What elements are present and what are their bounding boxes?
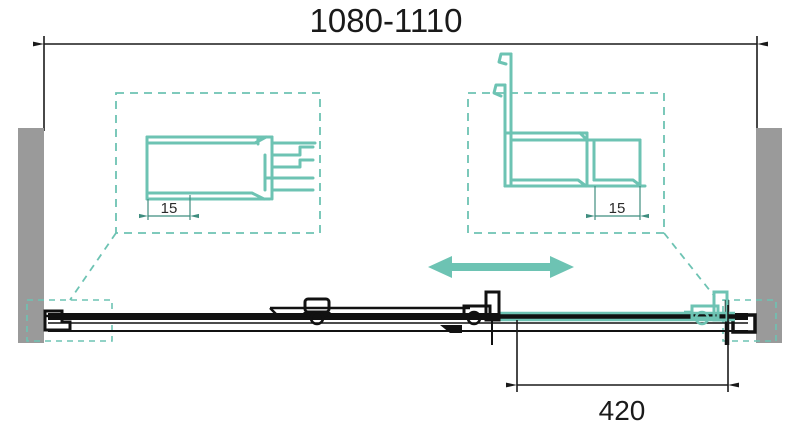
detail-callout-left: 15 bbox=[69, 92, 321, 301]
overall-width-label: 1080-1110 bbox=[310, 2, 463, 39]
bottom-assembly bbox=[43, 290, 757, 345]
panel-width-dimension: 420 bbox=[506, 305, 739, 426]
profile-section-right bbox=[492, 52, 647, 188]
roller-carriage-left bbox=[303, 297, 331, 326]
target-box-left bbox=[26, 299, 113, 342]
wall-right bbox=[756, 128, 782, 343]
leader-line-right bbox=[663, 232, 716, 298]
panel-width-label: 420 bbox=[599, 395, 646, 426]
callout-right-frame bbox=[467, 92, 665, 234]
detail-callout-right: 15 bbox=[467, 52, 716, 298]
wall-left bbox=[18, 128, 44, 343]
overall-width-dimension: 1080-1110 bbox=[33, 2, 768, 131]
leader-line-left bbox=[69, 232, 117, 301]
top-track-rail bbox=[48, 313, 748, 320]
roller-carriage-right bbox=[684, 290, 729, 326]
callout-right-dimension: 15 bbox=[586, 186, 649, 220]
roller-carriage-middle bbox=[440, 290, 501, 345]
slide-direction-arrow bbox=[428, 256, 574, 278]
fixed-glass-panel bbox=[269, 306, 470, 320]
double-arrow-glyph bbox=[428, 256, 574, 278]
end-cap-left bbox=[43, 309, 72, 332]
callout-left-dimension: 15 bbox=[139, 195, 199, 220]
callout-left-frame bbox=[115, 92, 321, 234]
callout-right-15-label: 15 bbox=[609, 200, 626, 217]
profile-section-left bbox=[145, 135, 317, 201]
callout-left-15-label: 15 bbox=[161, 200, 178, 217]
